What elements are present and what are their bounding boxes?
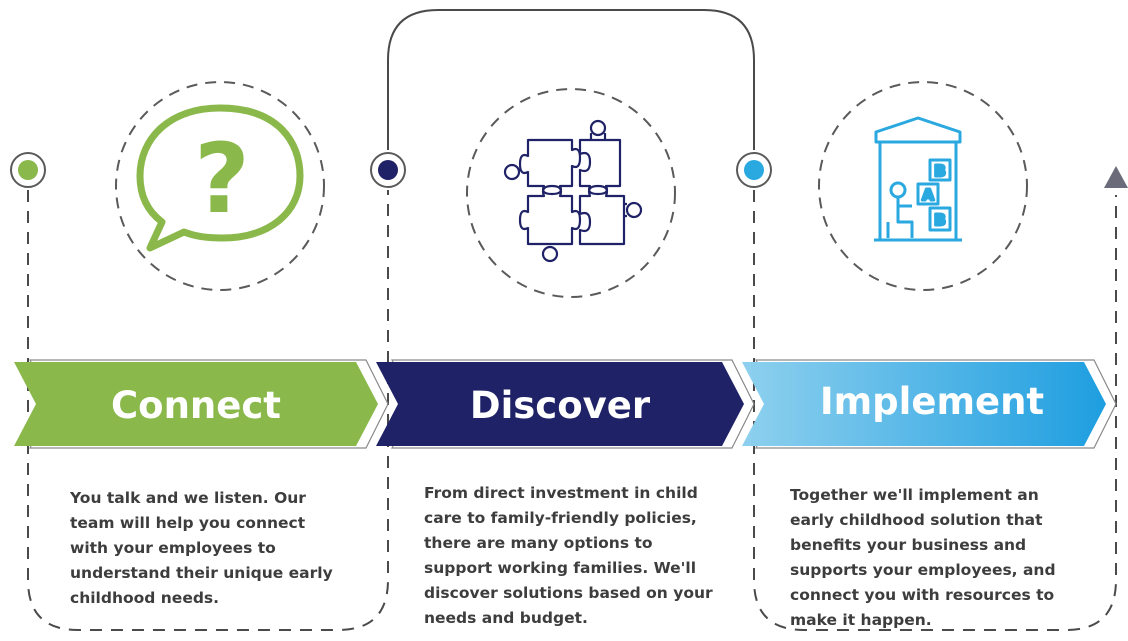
discover-arch-connector	[387, 9, 755, 150]
svg-text:?: ?	[194, 123, 250, 235]
up-arrow-icon	[1104, 166, 1128, 188]
svg-text:B: B	[934, 211, 945, 229]
implement-chevron: Implement	[742, 359, 1117, 449]
svg-text:B: B	[934, 162, 945, 180]
connect-title: Connect	[111, 384, 281, 427]
question-bubble-icon: ?	[136, 104, 304, 252]
implement-description: Together we'll implement an early childh…	[790, 486, 1056, 629]
discover-step-dot	[370, 152, 406, 188]
connect-chevron: Connect	[14, 359, 389, 449]
implement-step-dot	[736, 152, 772, 188]
svg-text:A: A	[922, 186, 934, 204]
connect-step-dot	[10, 152, 46, 188]
discover-chevron: Discover	[376, 359, 755, 449]
connect-icon-circle	[115, 81, 325, 291]
puzzle-pieces-icon	[503, 119, 643, 263]
connect-description: You talk and we listen. Our team will he…	[70, 489, 333, 607]
discover-description: From direct investment in child care to …	[424, 484, 713, 627]
child-blocks-icon: B A B	[874, 116, 962, 242]
implement-title: Implement	[820, 380, 1044, 423]
discover-title: Discover	[470, 384, 651, 427]
implement-icon-circle	[818, 81, 1028, 291]
discover-icon-circle	[466, 88, 676, 298]
